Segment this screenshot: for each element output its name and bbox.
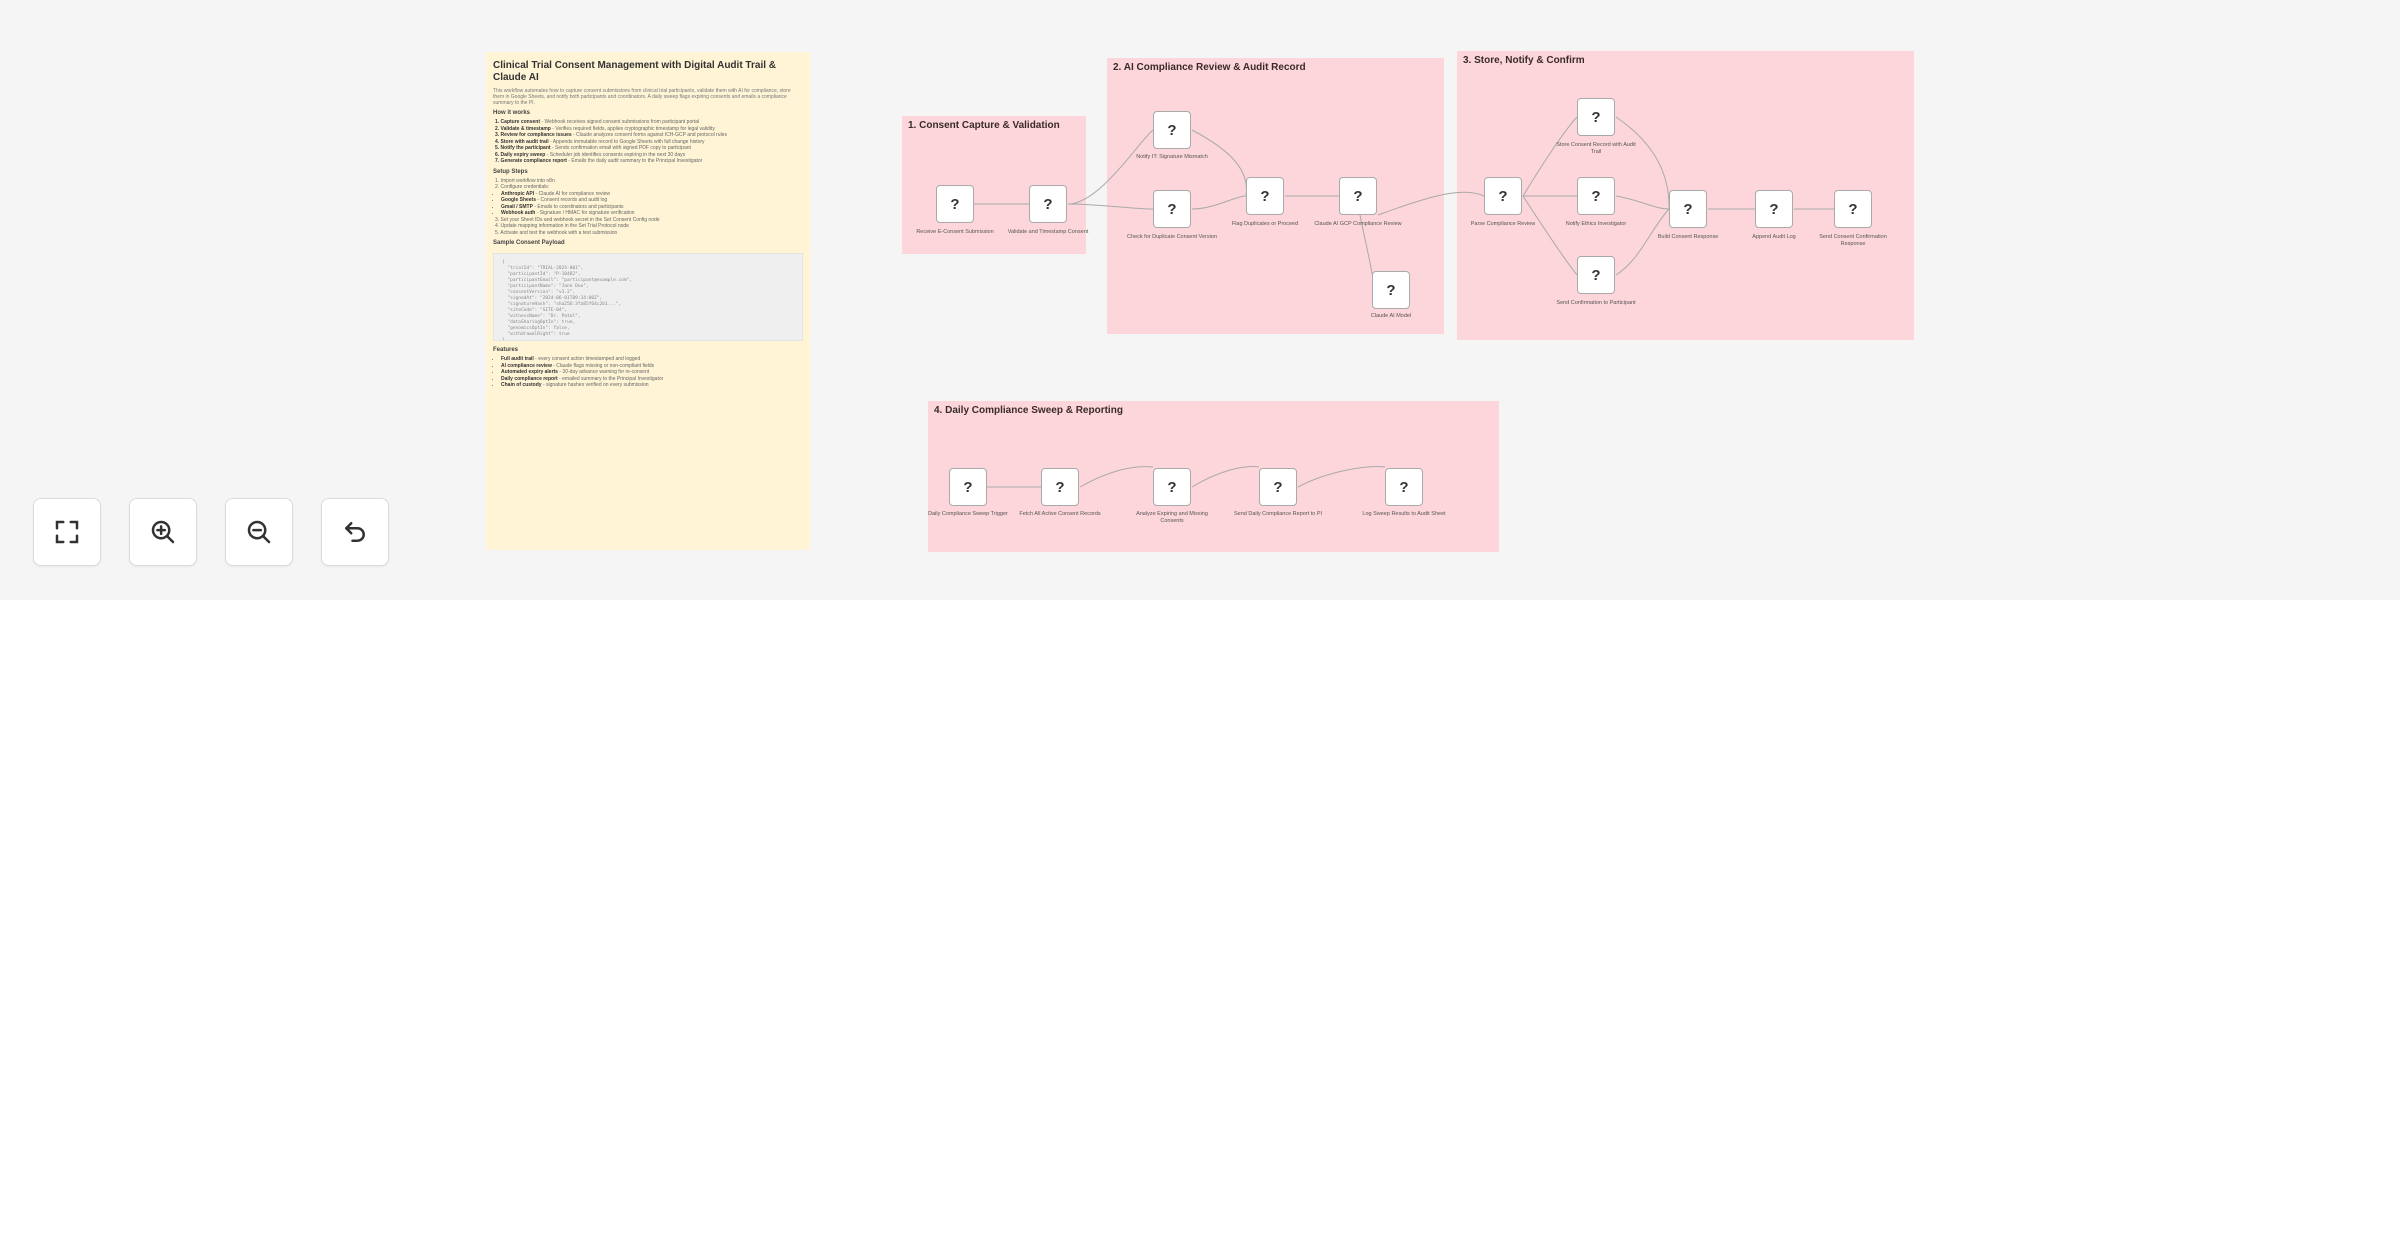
list-item: 3. Review for compliance issues - Claude…	[495, 132, 727, 138]
fetch-active-consents-node[interactable]: ?	[1041, 468, 1079, 506]
build-consent-response-node[interactable]: ?	[1669, 190, 1707, 228]
list-item: AI compliance review - Claude flags miss…	[501, 363, 803, 370]
send-consent-response-node[interactable]: ?	[1834, 190, 1872, 228]
receive-consent-node[interactable]: ?	[936, 185, 974, 223]
node-label: Store Consent Record with Audit Trail	[1556, 142, 1636, 155]
list-item: Gmail / SMTP - Emails to coordinators an…	[501, 204, 803, 211]
append-audit-log-node[interactable]: ?	[1755, 190, 1793, 228]
claude-compliance-review-node[interactable]: ?	[1339, 177, 1377, 215]
group-title: 3. Store, Notify & Confirm	[1463, 55, 1585, 66]
node-label: Parse Compliance Review	[1470, 221, 1536, 227]
features-list: Full audit trail - every consent action …	[493, 356, 803, 389]
list-item: Google Sheets - Consent records and audi…	[501, 197, 803, 204]
note-how-heading: How it works	[493, 110, 531, 116]
node-label: Analyze Expiring and Missing Consents	[1136, 511, 1208, 524]
node-label: Append Audit Log	[1752, 234, 1796, 240]
list-item: 2. Configure credentials:	[495, 184, 550, 190]
note-intro: This workflow automates how to capture c…	[493, 88, 791, 106]
node-label: Send Daily Compliance Report to PI	[1233, 511, 1323, 517]
note-setup-heading: Setup Steps	[493, 168, 528, 175]
sample-code-block: { "trialId": "TRIAL-2024-001", "particip…	[493, 253, 803, 341]
group-title: 1. Consent Capture & Validation	[908, 120, 1060, 131]
node-label: Flag Duplicates or Proceed	[1231, 221, 1299, 227]
node-label: Fetch All Active Consent Records	[1019, 511, 1101, 517]
node-label: Notify IT: Signature Mismatch	[1136, 154, 1208, 160]
list-item: Anthropic API - Claude AI for compliance…	[501, 191, 803, 198]
list-item: 6. Daily expiry sweep - Scheduler job id…	[495, 151, 686, 158]
node-label: Send Confirmation to Participant	[1556, 300, 1636, 306]
log-sweep-results-node[interactable]: ?	[1385, 468, 1423, 506]
setup-list: 1. Import workflow into n8n 2. Configure…	[493, 178, 803, 191]
list-item: 3. Set your Sheet IDs and webhook secret…	[495, 216, 660, 223]
list-item: 7. Generate compliance report - Emails t…	[495, 158, 703, 164]
group-title: 4. Daily Compliance Sweep & Reporting	[934, 405, 1123, 416]
zoom-in-button[interactable]	[129, 498, 197, 566]
list-item: 5. Activate and test the webhook with a …	[495, 229, 618, 236]
analyze-expiring-node[interactable]: ?	[1153, 468, 1191, 506]
flag-duplicates-node[interactable]: ?	[1246, 177, 1284, 215]
node-label: Send Consent Confirmation Response	[1819, 234, 1887, 247]
node-label: Claude AI GCP Compliance Review	[1314, 221, 1402, 227]
fullscreen-icon	[55, 520, 79, 544]
workflow-canvas[interactable]: Clinical Trial Consent Management with D…	[0, 0, 2400, 600]
note-title: Clinical Trial Consent Management with D…	[493, 60, 776, 83]
zoom-out-icon	[247, 520, 271, 544]
send-confirmation-participant-node[interactable]: ?	[1577, 256, 1615, 294]
zoom-in-icon	[151, 520, 175, 544]
zoom-out-button[interactable]	[225, 498, 293, 566]
node-label: Validate and Timestamp Consent	[1007, 229, 1089, 235]
validate-consent-node[interactable]: ?	[1029, 185, 1067, 223]
node-label: Claude AI Model	[1370, 313, 1412, 319]
send-daily-report-node[interactable]: ?	[1259, 468, 1297, 506]
setup-more-list: 3. Set your Sheet IDs and webhook secret…	[493, 217, 803, 237]
how-it-works-list: 1. Capture consent - Webhook receives si…	[493, 119, 803, 165]
undo-button[interactable]	[321, 498, 389, 566]
notify-signature-mismatch-node[interactable]: ?	[1153, 111, 1191, 149]
node-label: Check for Duplicate Consent Version	[1127, 234, 1217, 240]
claude-model-node[interactable]: ?	[1372, 271, 1410, 309]
list-item: Webhook auth - Signature / HMAC for sign…	[501, 210, 803, 217]
group-title: 2. AI Compliance Review & Audit Record	[1113, 62, 1306, 73]
store-consent-node[interactable]: ?	[1577, 98, 1615, 136]
parse-compliance-node[interactable]: ?	[1484, 177, 1522, 215]
node-label: Build Consent Response	[1657, 234, 1719, 240]
list-item: 2. Validate & timestamp - Verifies requi…	[495, 125, 715, 132]
list-item: Automated expiry alerts - 30-day advance…	[501, 369, 803, 376]
list-item: Full audit trail - every consent action …	[501, 356, 803, 363]
sticky-note-overview[interactable]: Clinical Trial Consent Management with D…	[486, 52, 810, 550]
list-item: 4. Store with audit trail - Appends immu…	[495, 138, 705, 145]
node-label: Daily Compliance Sweep Trigger	[928, 511, 1008, 517]
setup-creds-list: Anthropic API - Claude AI for compliance…	[493, 191, 803, 217]
check-duplicate-node[interactable]: ?	[1153, 190, 1191, 228]
notify-investigator-node[interactable]: ?	[1577, 177, 1615, 215]
node-label: Notify Ethics Investigator	[1565, 221, 1627, 227]
list-item: 4. Update mapping information in the Set…	[495, 223, 629, 229]
fullscreen-button[interactable]	[33, 498, 101, 566]
note-features-heading: Features	[493, 347, 519, 353]
list-item: 5. Notify the participant - Sends confir…	[495, 145, 691, 151]
daily-sweep-trigger-node[interactable]: ?	[949, 468, 987, 506]
list-item: Chain of custody - signature hashes veri…	[501, 382, 803, 389]
list-item: 1. Capture consent - Webhook receives si…	[495, 119, 700, 125]
node-label: Log Sweep Results to Audit Sheet	[1362, 511, 1446, 517]
list-item: 1. Import workflow into n8n	[495, 177, 555, 184]
note-sample-heading: Sample Consent Payload	[493, 240, 565, 246]
node-label: Receive E-Consent Submission	[916, 229, 994, 235]
undo-icon	[345, 522, 365, 542]
list-item: Daily compliance report - emailed summar…	[501, 376, 803, 383]
